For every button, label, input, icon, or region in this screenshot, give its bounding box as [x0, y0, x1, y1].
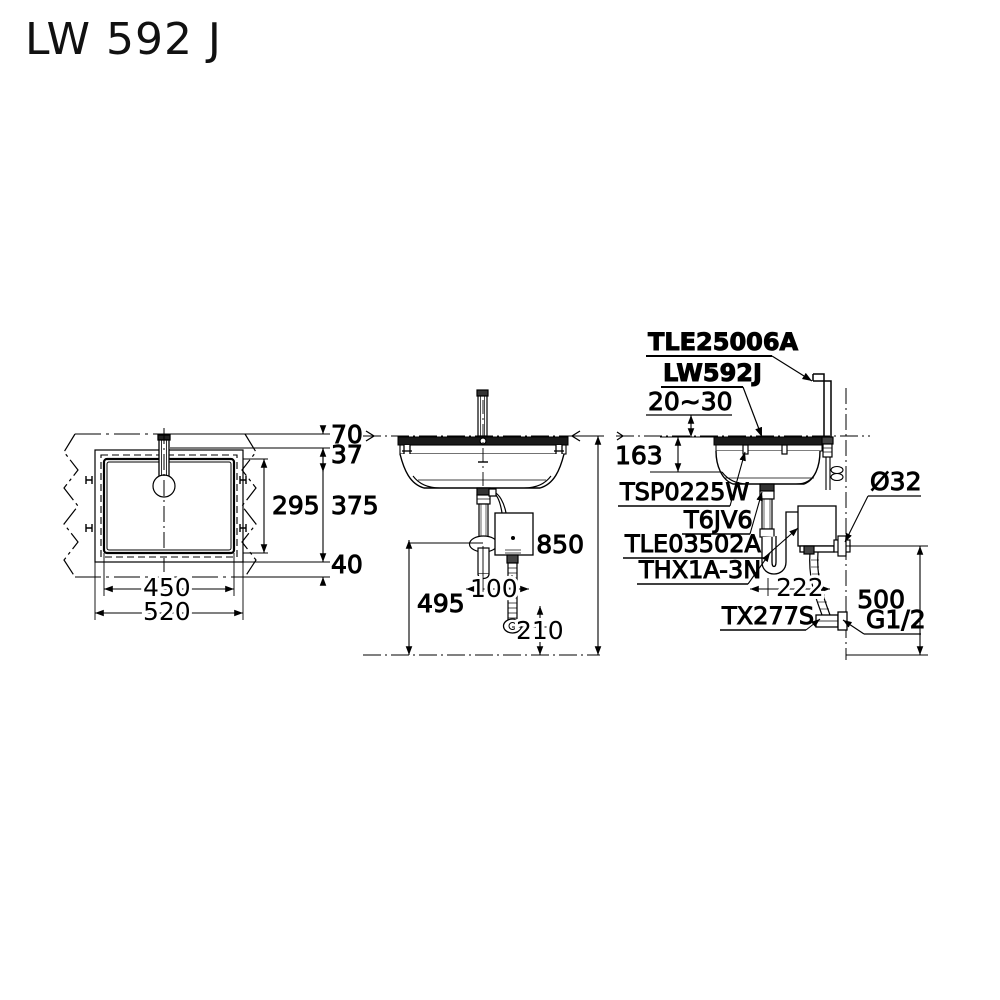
front-basin-bowl — [399, 453, 565, 489]
plan-dim-70: 70 — [331, 420, 363, 449]
plan-dim-295: 295 — [272, 491, 320, 520]
page-title: LW 592 J — [25, 14, 222, 65]
plan-dim-375: 375 — [331, 491, 379, 520]
front-dim-850: 850 — [536, 530, 584, 559]
side-faucet-shank — [821, 436, 834, 458]
side-dim-2030: 20~30 — [648, 387, 733, 416]
side-label-tle03502a: TLE03502A — [624, 530, 762, 558]
side-dim-500: 500 — [857, 585, 905, 614]
plan-dim-520-line — [94, 562, 244, 620]
side-leader-dia32 — [844, 495, 869, 543]
side-label-tx277s: TX277S — [721, 602, 814, 630]
plan-side-tick-marks — [85, 476, 247, 532]
front-dim-100-line — [466, 546, 529, 597]
side-label-tle25006a: TLE25006A — [648, 328, 799, 356]
plan-dim-37: 37 — [331, 440, 363, 469]
side-counter-deck — [713, 436, 825, 452]
side-label-tsp0225w: TSP0225W — [619, 478, 749, 506]
side-dim-163: 163 — [615, 441, 663, 470]
side-leader-tx277s — [805, 618, 821, 631]
plan-break-zigzag-right — [241, 433, 257, 578]
front-drain-tailpiece — [468, 487, 499, 580]
side-label-lw592j: LW592J — [663, 359, 762, 387]
side-label-t6jv6: T6JV6 — [683, 506, 753, 534]
plan-break-zigzag-left — [63, 433, 79, 578]
side-label-thx1a3n: THX1A-3N — [638, 556, 761, 584]
front-dim-210-line — [512, 606, 548, 655]
front-dim-495-line — [405, 540, 483, 655]
side-drain-tailpiece — [759, 483, 775, 538]
front-dim-495: 495 — [417, 589, 465, 618]
side-leader-g12 — [842, 619, 865, 635]
plan-dim-450-line — [103, 553, 235, 596]
front-sensor-box — [494, 512, 534, 556]
side-leader-thx1a3n — [747, 552, 771, 585]
side-stop-valve — [815, 611, 848, 631]
plan-view: 70 37 295 375 40 — [63, 420, 379, 629]
side-p-trap — [761, 511, 802, 575]
side-control-box — [797, 505, 837, 553]
side-break-symbol-left — [616, 431, 625, 441]
front-dim-100: 100 — [470, 574, 518, 603]
front-dim-850-line — [568, 435, 604, 655]
side-trap-connector — [803, 545, 815, 555]
side-leader-tsp0225w — [729, 451, 746, 507]
plan-dim-520: 520 — [143, 597, 191, 626]
side-dim-163-line — [650, 436, 722, 473]
side-dim-dia32: Ø32 — [870, 467, 922, 496]
side-dim-222: 222 — [776, 573, 824, 602]
side-dim-g12: G1/2 — [866, 605, 926, 634]
plan-dim-40: 40 — [331, 550, 363, 579]
side-dim-500-line — [846, 545, 928, 656]
front-view: 495 100 210 850 — [363, 389, 604, 656]
plan-extension-lines — [164, 433, 330, 578]
side-leader-lw592j — [742, 386, 763, 438]
side-faucet-spout — [812, 373, 832, 437]
side-view: 20~30 163 TLE25006A LW592J TSP0225W — [615, 328, 928, 660]
side-sensor-cable — [825, 457, 844, 490]
side-leader-tle25006a — [771, 355, 813, 382]
side-dim-2030-line — [680, 415, 714, 438]
plan-dim-450: 450 — [143, 573, 191, 602]
front-dim-210: 210 — [516, 616, 564, 645]
front-break-symbol-left — [365, 430, 376, 442]
side-leader-t6jv6 — [749, 491, 763, 535]
side-dim-222-line — [750, 578, 830, 596]
front-supply-tube-top — [488, 488, 507, 514]
front-faucet — [476, 389, 489, 437]
